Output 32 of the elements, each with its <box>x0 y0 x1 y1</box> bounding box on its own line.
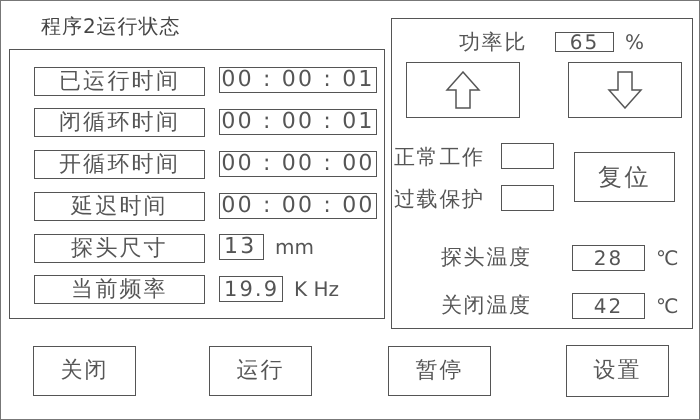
screen-title: 程序2运行状态 <box>41 13 181 40</box>
field-label: 过载保护 <box>394 186 486 212</box>
command-button: 复位 <box>574 152 675 202</box>
command-button: 暂停 <box>388 346 491 396</box>
arrow-button <box>568 62 682 118</box>
unit-label: % <box>625 32 644 52</box>
label-box: 当前频率 <box>34 275 205 304</box>
unit-label: mm <box>275 237 314 257</box>
label-box: 延迟时间 <box>34 192 205 221</box>
unit-label: K Hz <box>294 279 340 299</box>
label-box: 闭循环时间 <box>34 108 205 137</box>
label-box: 已运行时间 <box>34 67 205 96</box>
command-button: 运行 <box>209 346 312 396</box>
command-button: 设置 <box>566 345 669 397</box>
value-display: 00 : 00 : 00 <box>219 151 377 177</box>
unit-label: ℃ <box>656 248 678 268</box>
value-display: 00 : 00 : 01 <box>219 67 377 93</box>
field-label: 关闭温度 <box>441 292 533 318</box>
label-box: 开循环时间 <box>34 150 205 179</box>
command-button: 关闭 <box>33 346 136 396</box>
value-display: 00 : 00 : 00 <box>219 193 377 219</box>
panel-frame <box>9 49 385 319</box>
panel-frame <box>391 18 693 329</box>
value-display: 00 : 00 : 01 <box>219 109 377 135</box>
unit-label: ℃ <box>656 296 678 316</box>
status-indicator <box>501 185 554 211</box>
status-indicator <box>501 143 554 169</box>
field-label: 功率比 <box>459 29 528 55</box>
field-label: 探头温度 <box>441 244 533 270</box>
label-box: 探头尺寸 <box>34 234 205 263</box>
arrow-button <box>406 62 520 118</box>
field-label: 正常工作 <box>394 144 486 170</box>
